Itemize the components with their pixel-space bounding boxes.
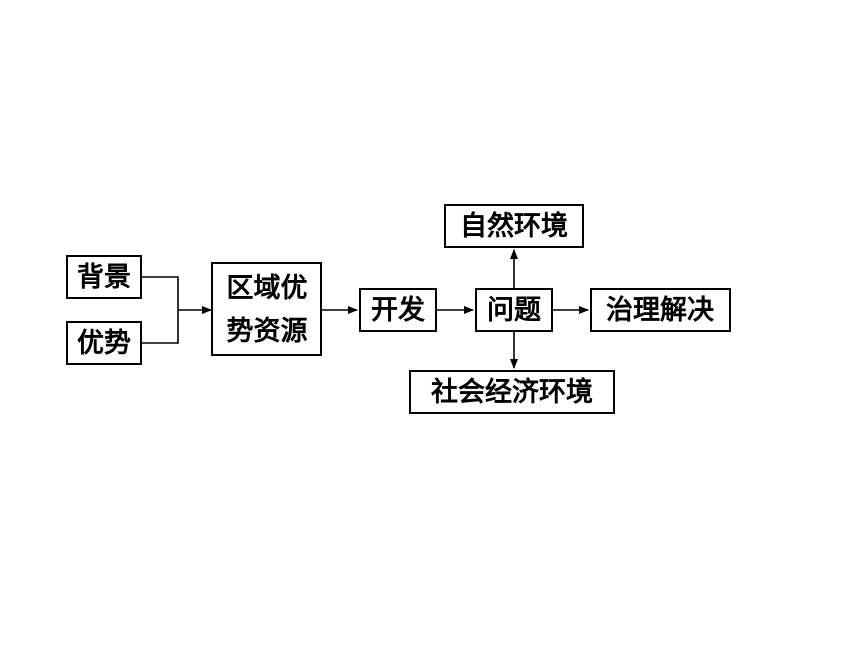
node-development-label: 开发 bbox=[371, 294, 425, 326]
node-socioeconomic-environment: 社会经济环境 bbox=[409, 370, 615, 414]
node-regional-resources: 区域优 势资源 bbox=[211, 262, 322, 356]
node-socioeconomic-environment-label: 社会经济环境 bbox=[431, 376, 593, 408]
node-natural-environment: 自然环境 bbox=[444, 204, 584, 248]
node-natural-environment-label: 自然环境 bbox=[460, 210, 568, 242]
node-background-label: 背景 bbox=[77, 262, 131, 293]
node-governance: 治理解决 bbox=[590, 288, 731, 332]
node-governance-label: 治理解决 bbox=[606, 295, 715, 326]
node-regional-resources-line2: 势资源 bbox=[227, 316, 308, 347]
merge-connector bbox=[141, 276, 212, 344]
node-problem: 问题 bbox=[475, 288, 553, 332]
node-background: 背景 bbox=[66, 255, 142, 299]
node-regional-resources-line1: 区域优 bbox=[227, 273, 308, 304]
node-development: 开发 bbox=[359, 288, 437, 332]
node-problem-label: 问题 bbox=[487, 295, 541, 326]
node-advantage-label: 优势 bbox=[77, 328, 131, 359]
node-advantage: 优势 bbox=[66, 321, 142, 365]
